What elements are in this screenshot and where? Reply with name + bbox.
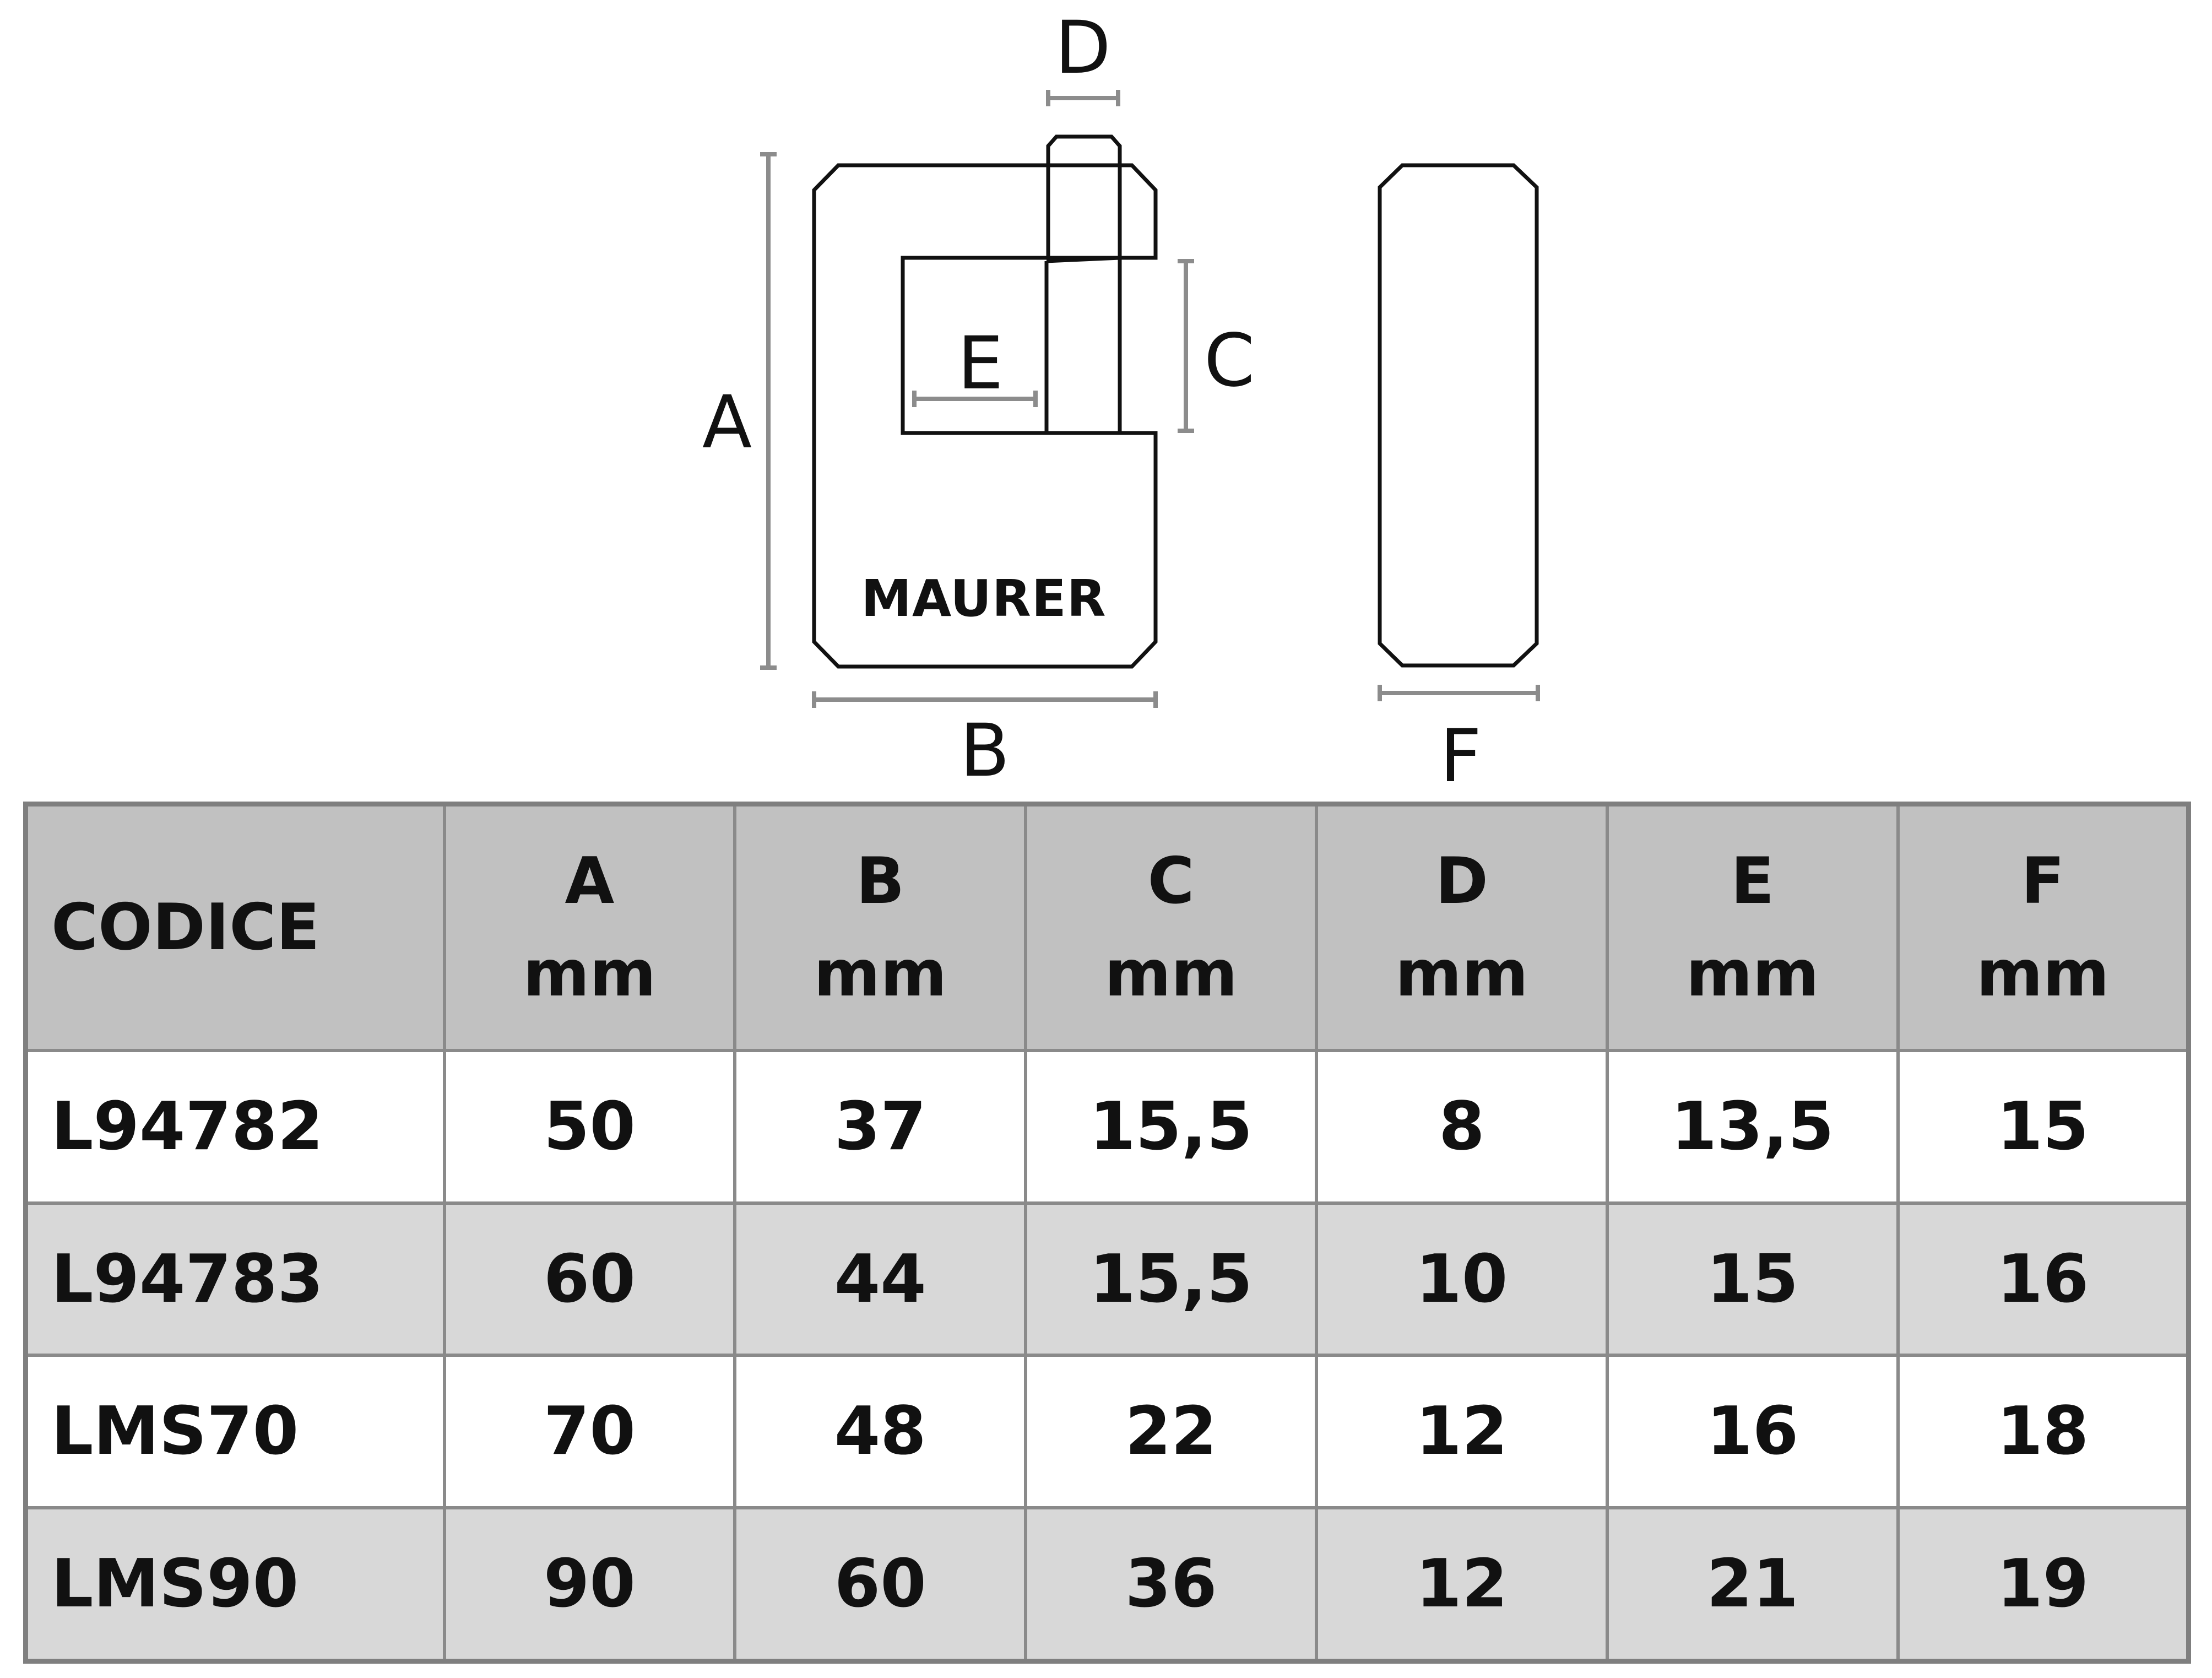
cell-c: 15,5 xyxy=(1024,1049,1318,1205)
cell-e: 21 xyxy=(1605,1506,1900,1663)
dimension-b xyxy=(812,691,1158,708)
header-codice: CODICE xyxy=(24,802,446,1052)
brand-logo: MAURER xyxy=(861,569,1106,628)
header-c-unit: mm xyxy=(1104,937,1238,1011)
header-e: E mm xyxy=(1605,802,1900,1052)
dimensions-table: CODICE A mm B mm C mm D mm E mm xyxy=(23,802,2191,1664)
table-row: L94783 60 44 15,5 10 15 16 xyxy=(24,1201,2191,1357)
cell-e: 16 xyxy=(1605,1354,1900,1510)
cell-f: 19 xyxy=(1896,1506,2191,1663)
header-d-letter: D xyxy=(1435,843,1489,918)
cell-codice: L94782 xyxy=(24,1049,446,1205)
dimension-a xyxy=(760,152,777,670)
cell-c: 22 xyxy=(1024,1354,1318,1510)
header-a-letter: A xyxy=(565,843,615,918)
padlock-front-body xyxy=(812,163,1158,669)
cell-codice: LMS90 xyxy=(24,1506,446,1663)
cell-c: 15,5 xyxy=(1024,1201,1318,1357)
dimension-c xyxy=(1178,259,1194,433)
cell-a: 90 xyxy=(442,1506,737,1663)
header-d-unit: mm xyxy=(1395,937,1528,1011)
cell-b: 48 xyxy=(733,1354,1028,1510)
shackle-pin-top xyxy=(1046,134,1122,165)
cell-f: 16 xyxy=(1896,1201,2191,1357)
cell-f: 15 xyxy=(1896,1049,2191,1205)
cell-c: 36 xyxy=(1024,1506,1318,1663)
padlock-side-body xyxy=(1378,163,1539,668)
header-f-unit: mm xyxy=(1976,937,2110,1011)
cell-d: 12 xyxy=(1314,1354,1609,1510)
dimension-d-label: D xyxy=(1055,6,1111,90)
header-e-letter: E xyxy=(1731,843,1775,918)
header-e-unit: mm xyxy=(1685,937,1819,1011)
header-b-letter: B xyxy=(856,843,905,918)
header-a: A mm xyxy=(442,802,737,1052)
dimension-b-label: B xyxy=(960,708,1010,793)
cell-a: 60 xyxy=(442,1201,737,1357)
cell-d: 10 xyxy=(1314,1201,1609,1357)
cell-codice: L94783 xyxy=(24,1201,446,1357)
header-c-letter: C xyxy=(1147,843,1195,918)
cell-codice: LMS70 xyxy=(24,1354,446,1510)
dimension-a-label: A xyxy=(702,380,752,465)
cell-a: 70 xyxy=(442,1354,737,1510)
dimension-f-label: F xyxy=(1440,714,1482,793)
header-b-unit: mm xyxy=(814,937,947,1011)
header-f-letter: F xyxy=(2021,843,2065,918)
dimension-e xyxy=(912,391,1038,407)
padlock-dimension-diagram: MAURER A B C D E F xyxy=(702,6,1540,793)
cell-b: 44 xyxy=(733,1201,1028,1357)
header-b: B mm xyxy=(733,802,1028,1052)
cell-d: 8 xyxy=(1314,1049,1609,1205)
header-codice-label: CODICE xyxy=(51,890,320,965)
header-a-unit: mm xyxy=(523,937,657,1011)
cell-a: 50 xyxy=(442,1049,737,1205)
dimension-f xyxy=(1378,685,1540,701)
table-row: L94782 50 37 15,5 8 13,5 15 xyxy=(24,1049,2191,1205)
table-row: LMS90 90 60 36 12 21 19 xyxy=(24,1506,2191,1663)
dimension-e-label: E xyxy=(957,321,1003,406)
cell-b: 60 xyxy=(733,1506,1028,1663)
cell-e: 13,5 xyxy=(1605,1049,1900,1205)
header-f: F mm xyxy=(1896,802,2191,1052)
table-row: LMS70 70 48 22 12 16 18 xyxy=(24,1354,2191,1510)
cell-d: 12 xyxy=(1314,1506,1609,1663)
table-header-row: CODICE A mm B mm C mm D mm E mm xyxy=(24,802,2191,1052)
cell-e: 15 xyxy=(1605,1201,1900,1357)
dimension-d xyxy=(1046,90,1120,106)
header-c: C mm xyxy=(1024,802,1318,1052)
dimension-c-label: C xyxy=(1204,318,1255,403)
header-d: D mm xyxy=(1314,802,1609,1052)
cell-f: 18 xyxy=(1896,1354,2191,1510)
cell-b: 37 xyxy=(733,1049,1028,1205)
shackle-bar xyxy=(1044,165,1122,433)
